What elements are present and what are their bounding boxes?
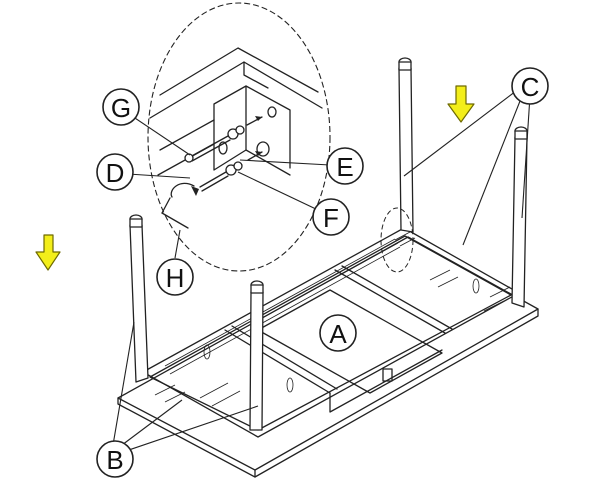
- callout-g: G: [102, 88, 140, 126]
- callout-d-label: D: [106, 158, 125, 188]
- bolt-lower: [199, 161, 243, 192]
- callout-f-label: F: [323, 203, 339, 233]
- callout-e-label: E: [336, 152, 353, 182]
- down-arrow-icon: [35, 234, 61, 271]
- callout-b: B: [96, 440, 134, 478]
- leader-lines: [112, 87, 531, 454]
- callout-d: D: [96, 153, 134, 191]
- callout-h-label: H: [166, 263, 185, 293]
- callout-f: F: [312, 198, 350, 236]
- callout-a-label: A: [329, 319, 347, 349]
- leg-front-left: [129, 214, 149, 383]
- callout-a: A: [319, 314, 357, 352]
- callout-c-label: C: [521, 72, 540, 102]
- allen-key-icon: [161, 182, 199, 229]
- leg-back-left: [398, 57, 414, 233]
- detail-zoom: [147, 2, 331, 272]
- callout-g-label: G: [111, 93, 131, 123]
- detail-source-marker: [380, 207, 414, 273]
- callout-c: C: [511, 67, 549, 105]
- callout-h: H: [156, 258, 194, 296]
- leg-back-right: [511, 126, 528, 308]
- bolt-upper: [184, 125, 245, 163]
- table-top: [117, 227, 539, 478]
- down-arrow-icon: [447, 85, 475, 123]
- callout-b-label: B: [106, 445, 123, 475]
- leg-front-center: [249, 280, 264, 431]
- callout-e: E: [326, 147, 364, 185]
